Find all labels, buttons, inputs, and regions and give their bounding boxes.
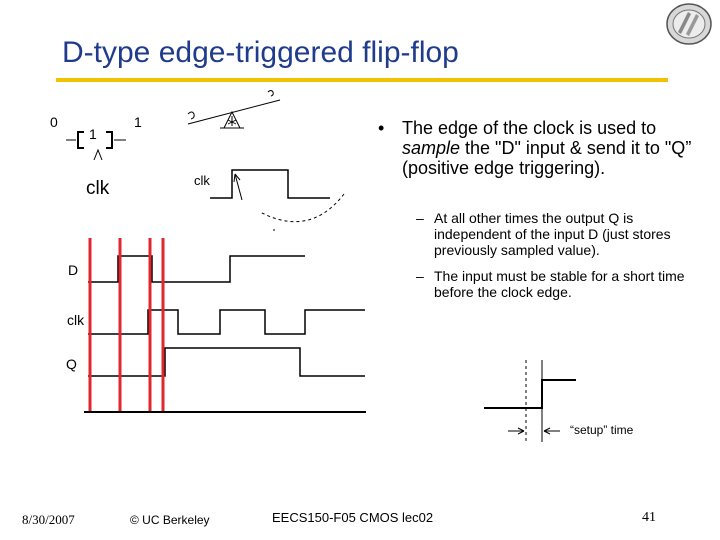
sub-bullet-1: – At all other times the output Q is ind… bbox=[416, 210, 700, 260]
seesaw-clock-label: clk bbox=[194, 173, 210, 188]
clock-label: clk bbox=[86, 178, 110, 199]
setup-time-label: “setup” time bbox=[570, 423, 634, 437]
signal-label-clk: clk bbox=[67, 312, 85, 328]
title-underline bbox=[56, 78, 668, 82]
setup-time-sketch bbox=[484, 360, 576, 442]
stored-value: 1 bbox=[89, 126, 97, 142]
signal-label-d: D bbox=[68, 262, 79, 278]
sub-bullet-2-text: The input must be stable for a short tim… bbox=[434, 268, 685, 300]
footer-course: EECS150-F05 CMOS lec02 bbox=[272, 510, 434, 525]
main-bullet-text: The edge of the clock is used to sample … bbox=[402, 118, 692, 178]
sub-bullet-1-text: At all other times the output Q is indep… bbox=[434, 210, 671, 258]
d-waveform bbox=[88, 255, 305, 283]
signal-label-q: Q bbox=[66, 356, 77, 372]
footer-date: 8/30/2007 bbox=[22, 512, 75, 527]
sub-bullet-2: – The input must be stable for a short t… bbox=[416, 268, 700, 304]
timing-diagram bbox=[84, 238, 366, 413]
footer-copyright: © UC Berkeley bbox=[130, 513, 210, 527]
output-value: 1 bbox=[134, 114, 142, 130]
university-seal-icon bbox=[666, 3, 712, 45]
clk-waveform bbox=[88, 309, 365, 335]
flip-flop-symbol-icon bbox=[66, 131, 126, 161]
bullet-dot-icon: • bbox=[378, 118, 385, 138]
seesaw-sketch bbox=[187, 90, 345, 231]
page-number: 41 bbox=[642, 510, 656, 525]
slide-title: D-type edge-triggered flip-flop bbox=[62, 36, 459, 69]
input-value: 0 bbox=[50, 114, 58, 130]
q-waveform bbox=[88, 347, 365, 377]
